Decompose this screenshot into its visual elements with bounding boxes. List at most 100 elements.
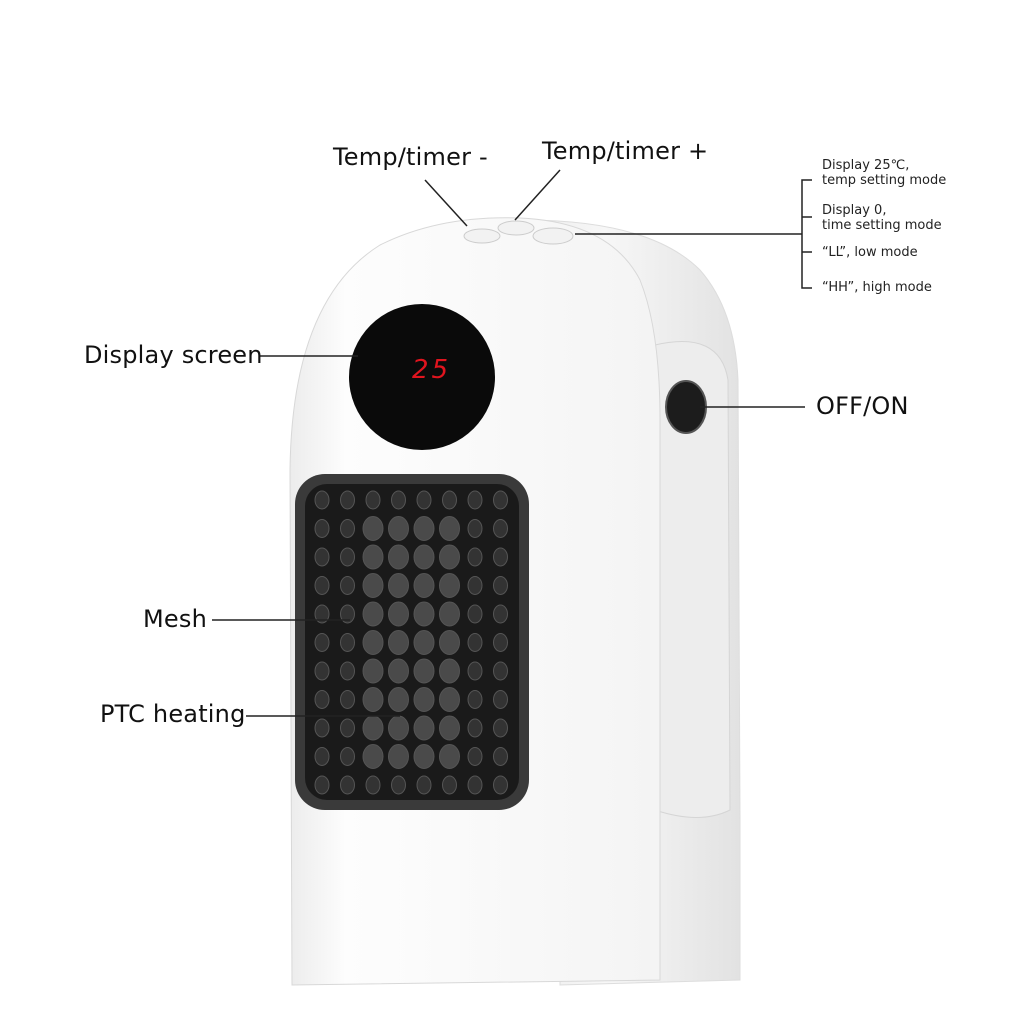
mesh-hole <box>416 490 432 510</box>
note-line: temp setting mode <box>822 173 947 188</box>
note-line: “LL”, low mode <box>822 245 918 260</box>
mesh-hole <box>388 601 409 627</box>
mesh <box>305 484 519 800</box>
mesh-hole <box>340 547 355 567</box>
mesh-hole <box>467 576 483 595</box>
label-temp-plus: Temp/timer + <box>542 137 709 165</box>
mesh-hole <box>314 490 330 510</box>
mesh-hole <box>362 573 384 598</box>
note-line: Display 0, <box>822 203 887 218</box>
mesh-hole <box>388 573 409 598</box>
mesh-hole <box>493 775 508 795</box>
mesh-hole <box>314 633 330 652</box>
mesh-hole <box>413 544 435 570</box>
mesh-hole <box>439 715 460 741</box>
mesh-hole <box>362 516 384 541</box>
note-line: “HH”, high mode <box>822 280 932 295</box>
mesh-hole <box>314 661 330 681</box>
mesh-hole <box>314 690 330 709</box>
mesh-hole <box>493 519 508 538</box>
mesh-hole <box>416 775 432 795</box>
mesh-hole <box>467 775 483 795</box>
mesh-hole <box>439 544 460 570</box>
mesh-hole <box>340 604 355 624</box>
mesh-hole <box>362 544 384 570</box>
mesh-hole <box>314 718 330 738</box>
mesh-hole <box>388 630 409 655</box>
mesh-hole <box>413 573 435 598</box>
mesh-hole <box>340 661 355 681</box>
mesh-hole <box>340 747 355 766</box>
mesh-hole <box>493 690 508 709</box>
mesh-hole <box>391 775 406 795</box>
label-ptc-heating: PTC heating <box>100 700 246 728</box>
mesh-hole <box>439 687 460 712</box>
temp-minus-button[interactable] <box>463 228 501 244</box>
label-temp-minus: Temp/timer - <box>333 143 488 171</box>
mesh-hole <box>493 633 508 652</box>
mesh-hole <box>314 576 330 595</box>
mesh-hole <box>362 687 384 712</box>
mesh-hole <box>493 661 508 681</box>
mesh-hole <box>340 576 355 595</box>
mesh-hole <box>314 775 330 795</box>
mesh-hole <box>314 604 330 624</box>
mesh-hole <box>439 573 460 598</box>
mesh-hole <box>314 519 330 538</box>
mesh-hole <box>493 604 508 624</box>
mesh-hole <box>413 601 435 627</box>
mesh-hole <box>365 490 381 510</box>
mesh-hole <box>388 658 409 684</box>
mesh-hole <box>340 519 355 538</box>
label-mesh: Mesh <box>143 605 207 633</box>
mesh-hole <box>340 633 355 652</box>
side-panel <box>654 341 731 818</box>
mesh-hole <box>493 576 508 595</box>
mode-note: Display 0,time setting mode <box>822 203 942 233</box>
mesh-hole <box>391 490 406 510</box>
mesh-hole <box>340 490 355 510</box>
mesh-hole <box>362 630 384 655</box>
mesh-hole <box>388 744 409 769</box>
mesh-hole <box>442 490 457 510</box>
mesh-hole <box>439 516 460 541</box>
mesh-hole <box>413 715 435 741</box>
mesh-hole <box>362 744 384 769</box>
mesh-hole <box>467 747 483 766</box>
mesh-hole <box>388 687 409 712</box>
mesh-hole <box>467 490 483 510</box>
label-display-screen: Display screen <box>84 341 263 369</box>
mesh-hole <box>493 547 508 567</box>
mesh-hole <box>365 775 381 795</box>
mesh-hole <box>467 718 483 738</box>
mesh-hole <box>388 715 409 741</box>
mesh-hole <box>439 630 460 655</box>
mesh-hole <box>314 747 330 766</box>
mesh-hole <box>340 718 355 738</box>
mode-button[interactable] <box>532 227 574 245</box>
note-line: Display 25℃, <box>822 158 910 173</box>
mesh-hole <box>413 630 435 655</box>
mesh-hole <box>439 601 460 627</box>
mode-note: Display 25℃,temp setting mode <box>822 158 946 188</box>
mesh-hole <box>439 744 460 769</box>
mesh-hole <box>413 687 435 712</box>
mesh-hole <box>467 633 483 652</box>
display-screen <box>349 304 495 450</box>
mesh-hole <box>340 690 355 709</box>
leader-lines <box>212 169 812 717</box>
mesh-hole <box>362 601 384 627</box>
mode-note: “HH”, high mode <box>822 280 932 295</box>
mesh-hole <box>467 547 483 567</box>
mesh-hole <box>388 516 409 541</box>
mesh-hole <box>439 658 460 684</box>
temp-plus-button[interactable] <box>497 220 535 236</box>
mesh-hole <box>493 490 508 510</box>
mesh-hole <box>493 747 508 766</box>
mesh-hole <box>467 690 483 709</box>
mesh-hole <box>413 516 435 541</box>
mesh-hole <box>413 658 435 684</box>
mesh-hole <box>467 604 483 624</box>
